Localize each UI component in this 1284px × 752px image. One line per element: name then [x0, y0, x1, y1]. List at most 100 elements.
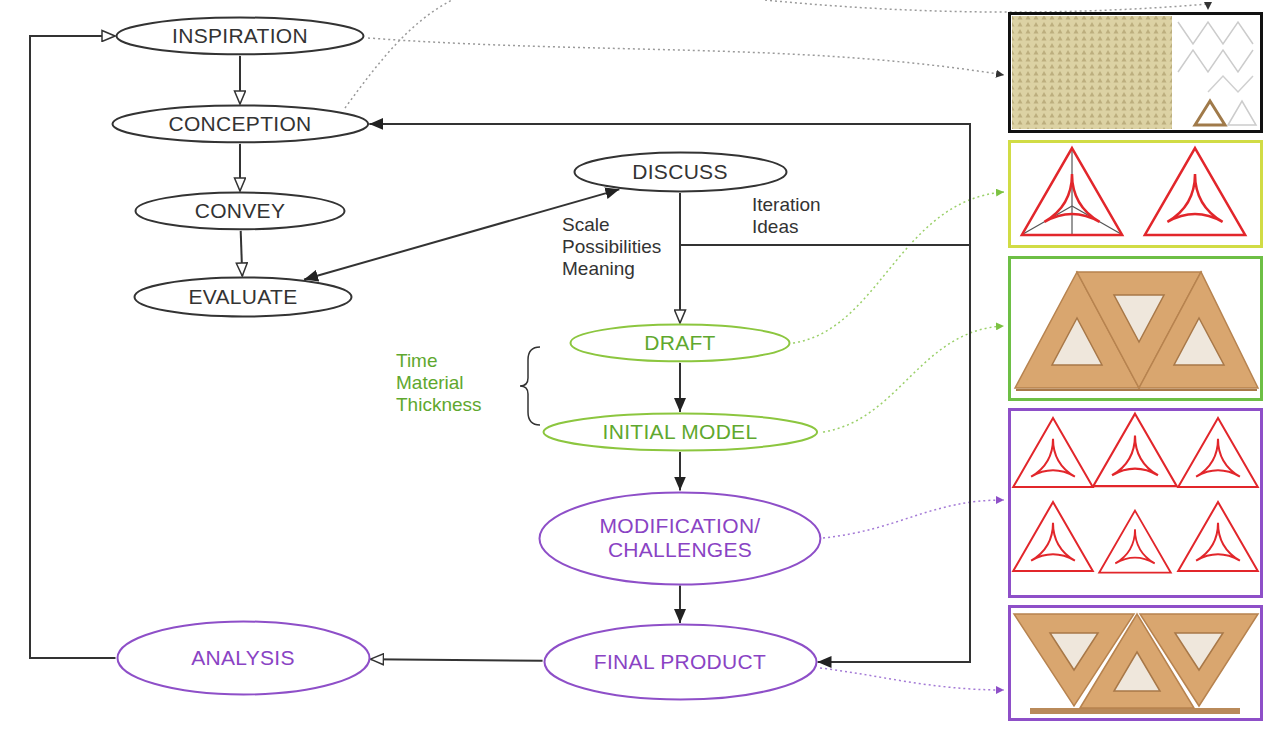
flow-arrow [679, 586, 681, 624]
leader-line [823, 326, 1004, 432]
illustration-panel [1228, 101, 1256, 125]
text-holder: INSPIRATION [172, 24, 308, 48]
illustration-panel [1139, 272, 1258, 388]
flow-arrow [239, 56, 241, 104]
illustration-panel [1010, 142, 1262, 247]
illustration-panel [1052, 318, 1102, 365]
illustration-panel [1178, 418, 1258, 487]
illustration-panel [1022, 148, 1122, 235]
process-ellipse: CONVEY [134, 191, 346, 231]
process-ellipse: INSPIRATION [115, 16, 365, 56]
connector-layer [30, 36, 970, 662]
illustration-panel [1114, 652, 1160, 691]
node-label: ANALYSIS [191, 646, 295, 670]
flow-arrow [30, 36, 116, 658]
process-ellipse: EVALUATE [133, 276, 353, 318]
process-ellipse: CONCEPTION [111, 104, 370, 144]
ellipse-shape [117, 622, 369, 695]
illustration-panel [1016, 389, 1257, 391]
illustration-panel [1010, 14, 1262, 132]
flow-arrow [370, 659, 542, 661]
ellipse-shape [574, 153, 786, 192]
process-ellipse: DISCUSS [573, 151, 788, 193]
ellipse-shape [544, 625, 816, 700]
node-label: DISCUSS [632, 160, 727, 184]
illustration-panel [1012, 16, 1172, 129]
illustration-panel [1010, 607, 1262, 720]
illustration-panel [1010, 258, 1262, 400]
node-label: INSPIRATION [172, 24, 308, 48]
illustration-panel [1178, 502, 1258, 571]
ellipse-shape [136, 193, 345, 230]
illustration-panel [1114, 295, 1164, 342]
illustration-panel [1023, 150, 1121, 235]
text-holder: INITIAL MODEL [603, 420, 758, 444]
illustration-panel [1195, 101, 1225, 125]
leader-line [823, 500, 1004, 538]
text-holder: CONVEY [195, 199, 286, 223]
ellipse-shape [540, 492, 821, 584]
ellipse-shape [135, 278, 352, 317]
illustration-panel [1010, 410, 1262, 597]
annotation-label: Time Material Thickness [396, 350, 506, 416]
text-holder: EVALUATE [189, 285, 298, 309]
illustration-panel [1052, 295, 1224, 365]
node-label: FINAL PRODUCT [594, 650, 766, 674]
illustration-panel [1093, 414, 1177, 486]
text-holder: FINAL PRODUCT [594, 650, 766, 674]
node-label: CONCEPTION [168, 112, 311, 136]
flow-arrow [239, 144, 241, 191]
node-label: EVALUATE [189, 285, 298, 309]
node-label: INITIAL MODEL [603, 420, 758, 444]
node-label: CONVEY [195, 199, 286, 223]
illustration-panel [1145, 148, 1245, 235]
edge-label: Iteration Ideas [752, 194, 852, 238]
ellipse-shape [543, 414, 817, 451]
illustration-panel [1014, 614, 1258, 708]
illustration-panel [1208, 76, 1253, 92]
leader-line [345, 0, 452, 108]
illustration-panel [1015, 272, 1258, 388]
leader-line [368, 38, 1004, 75]
node-label: MODIFICATION/ CHALLENGES [580, 514, 780, 562]
brace [520, 347, 540, 425]
edge-label: Scale Possibilities Meaning [562, 214, 672, 280]
text-holder: CONCEPTION [168, 112, 311, 136]
process-ellipse: ANALYSIS [116, 620, 371, 696]
illustration-panel [1013, 502, 1093, 571]
process-ellipse: DRAFT [569, 323, 791, 363]
ellipse-shape [117, 18, 364, 55]
illustration-panel [1050, 633, 1098, 670]
process-ellipse: FINAL PRODUCT [543, 623, 818, 701]
illustration-panel [1030, 708, 1240, 714]
text-holder: MODIFICATION/ CHALLENGES [580, 514, 780, 562]
leader-line [765, 0, 1208, 12]
text-holder: ANALYSIS [191, 646, 295, 670]
illustration-panel [1140, 614, 1258, 706]
ellipse-shape [112, 106, 368, 143]
illustration-panel [1178, 50, 1253, 72]
flow-arrow [679, 452, 681, 491]
leader-line [820, 668, 1004, 690]
flow-arrow [241, 231, 243, 276]
illustration-panel [1178, 22, 1253, 44]
text-holder: DRAFT [644, 331, 716, 355]
flow-arrow [679, 363, 681, 412]
illustration-panel [1013, 418, 1093, 487]
illustration-panel [1010, 258, 1262, 400]
ellipse-shape [571, 325, 790, 362]
node-label: DRAFT [644, 331, 716, 355]
text-holder: DISCUSS [632, 160, 727, 184]
illustration-panel [1174, 318, 1224, 365]
illustration-panel [1010, 607, 1262, 720]
illustration-panel [1175, 633, 1223, 670]
illustration-panel [1099, 511, 1171, 573]
illustration-panel [1050, 633, 1223, 691]
illustration-panel [1010, 410, 1262, 597]
illustration-panel [1071, 206, 1072, 235]
process-ellipse: MODIFICATION/ CHALLENGES [538, 491, 822, 586]
illustration-panel [1010, 142, 1262, 247]
process-ellipse: INITIAL MODEL [542, 412, 819, 452]
illustration-panel [1010, 14, 1262, 132]
